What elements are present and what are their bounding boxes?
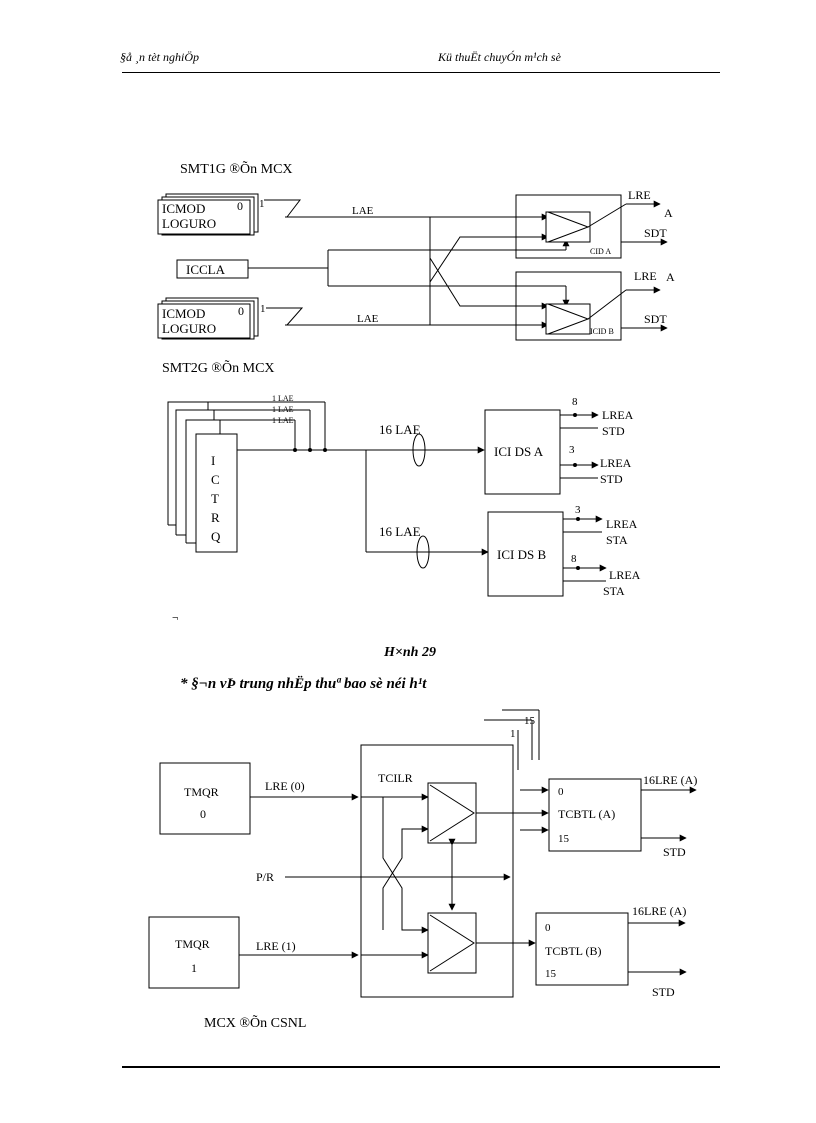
lae-label-3: 1 LAE <box>272 416 294 425</box>
ds-b-sta1: STA <box>606 533 628 547</box>
tmqr0-box <box>159 762 251 835</box>
lre0-label: LRE (0) <box>265 779 305 793</box>
ici-ds-b-label: ICI DS B <box>497 547 546 562</box>
diagram-mcx-csnl: 15 1 TMQR 0 LRE (0) TMQR 1 LRE (1) TCILR… <box>148 709 697 1031</box>
tmqr0-label: TMQR <box>184 785 219 799</box>
marker-1: 1 <box>510 728 516 740</box>
ici-ds-a-box <box>484 409 561 495</box>
tmqr1-label: TMQR <box>175 937 210 951</box>
box-a-lre: LRE <box>628 188 651 202</box>
box-b-sdt: SDT <box>644 312 667 326</box>
diagram1-title: SMT1G ®Õn MCX <box>180 160 293 177</box>
lae-label-2: 1 LAE <box>272 405 294 414</box>
tcbtl-a-std: STD <box>663 845 686 859</box>
ds-b-sta2: STA <box>603 584 625 598</box>
tcilr-label: TCILR <box>378 771 413 785</box>
tcilr-block <box>360 744 514 998</box>
ictrq-2: C <box>211 472 220 487</box>
card-bottom-line1: ICMOD <box>162 306 205 321</box>
tcbtl-a-out: 16LRE (A) <box>643 773 697 787</box>
ds-a-lrea1: LREA <box>602 408 634 422</box>
tcbtl-a-zero: 0 <box>558 786 564 798</box>
ds-a-n1: 8 <box>572 396 578 408</box>
ds-b-lrea2: LREA <box>609 568 641 582</box>
stray-mark: ¬ <box>172 612 179 624</box>
icmod-card-top <box>157 199 251 235</box>
header-right: Kü thuËt chuyÓn m¹ch sè <box>438 50 561 64</box>
lre1-label: LRE (1) <box>256 939 296 953</box>
box-b-lre: LRE <box>634 269 657 283</box>
header-rule <box>122 72 720 73</box>
ds-a-std2: STD <box>600 472 623 486</box>
ici-ds-a-label: ICI DS A <box>494 444 544 459</box>
diagram3-caption: MCX ®Õn CSNL <box>204 1014 306 1031</box>
ictrq-3: T <box>211 491 219 506</box>
ictrq-card <box>195 433 238 553</box>
box-a <box>515 194 622 259</box>
pr-label: P/R <box>256 870 274 884</box>
tcbtl-b-out: 16LRE (A) <box>632 904 686 918</box>
box-b <box>515 271 622 341</box>
tcbtl-a-label: TCBTL (A) <box>558 807 615 821</box>
marker-15: 15 <box>524 715 536 727</box>
ds-b-lrea1: LREA <box>606 517 638 531</box>
card-bottom-digit: 0 <box>238 304 244 318</box>
ds-b-n2: 8 <box>571 553 577 565</box>
diagram-smt1g: SMT1G ®Õn MCX ICMOD 0 LOGURO 1 LAE ICCLA… <box>157 160 675 341</box>
bus-a-label: 16 LAE <box>379 422 421 437</box>
ictrq-4: R <box>211 510 220 525</box>
lae-bottom-label: LAE <box>357 313 379 325</box>
card-bottom-line2: LOGURO <box>162 321 216 336</box>
box-b-cid: ICID B <box>590 327 614 336</box>
tcbtl-b-label: TCBTL (B) <box>545 944 602 958</box>
lae-top-label: LAE <box>352 205 374 217</box>
ictrq-1: I <box>211 453 215 468</box>
tmqr0-num: 0 <box>200 807 206 821</box>
ds-a-std1: STD <box>602 424 625 438</box>
tcbtl-a-fifteen: 15 <box>558 833 570 845</box>
bus-b-label: 16 LAE <box>379 524 421 539</box>
icmod-card-bottom <box>157 303 251 339</box>
diagram-smt2g: SMT2G ®Õn MCX I C T R Q 1 LAE 1 LAE 1 LA… <box>162 359 641 598</box>
iccla-label: ICCLA <box>186 262 226 277</box>
iccla-box <box>176 259 249 279</box>
tcbtl-a-box <box>548 778 642 852</box>
card-bottom-num: 1 <box>260 303 266 315</box>
ictrq-5: Q <box>211 529 221 544</box>
card-top-num: 1 <box>259 198 265 210</box>
section-heading: * §¬n vÞ trung nhËp thuª bao sè néi h¹t <box>180 676 427 692</box>
card-top-digit: 0 <box>237 199 243 213</box>
lae-label-1: 1 LAE <box>272 394 294 403</box>
card-top-line1: ICMOD <box>162 201 205 216</box>
tcbtl-b-fifteen: 15 <box>545 968 557 980</box>
ici-ds-b-box <box>487 511 564 597</box>
tcbtl-b-box <box>535 912 629 986</box>
ds-b-n1: 3 <box>575 504 581 516</box>
box-a-cid: CID A <box>590 247 611 256</box>
tmqr1-box <box>148 916 240 989</box>
tcbtl-b-std: STD <box>652 985 675 999</box>
box-b-a: A <box>666 270 675 284</box>
box-a-sdt: SDT <box>644 226 667 240</box>
footer-rule <box>122 1066 720 1068</box>
figure-caption: H×nh 29 <box>384 645 436 660</box>
tmqr1-num: 1 <box>191 961 197 975</box>
diagram2-title: SMT2G ®Õn MCX <box>162 359 275 376</box>
ds-a-lrea2: LREA <box>600 456 632 470</box>
ds-a-n2: 3 <box>569 444 575 456</box>
tcbtl-b-zero: 0 <box>545 922 551 934</box>
box-a-a: A <box>664 206 673 220</box>
card-top-line2: LOGURO <box>162 216 216 231</box>
header-left: §å ¸n tèt nghiÖp <box>120 50 199 64</box>
